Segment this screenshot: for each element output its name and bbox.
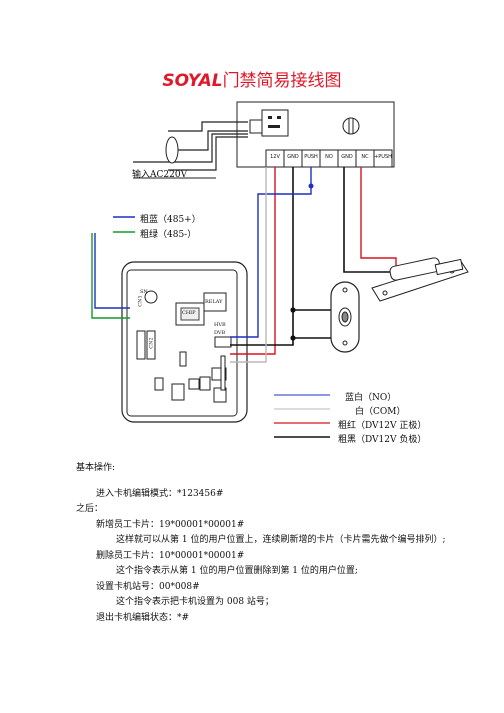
ops-set-desc: 这个指令表示把卡机设置为 008 站号； [116, 597, 274, 607]
ops-exit: 退出卡机编辑状态：*# [96, 613, 190, 623]
terminal-label: NC [361, 154, 369, 160]
terminal-strip [265, 149, 393, 168]
terminal-cell [373, 149, 393, 168]
ops-add: 新增员工卡片：19*00001*00001# [96, 520, 245, 530]
terminal-label: NO [325, 154, 333, 160]
brand-name: SOYAL [162, 71, 223, 91]
board-label-dvb: DVB [214, 330, 226, 336]
power-switch [261, 109, 289, 137]
terminal-label: 12V [270, 154, 280, 160]
ac-terminal [249, 119, 263, 134]
legend-dv12v-minus: 粗黑（DV12V 负极） [338, 435, 427, 445]
ops-add-desc: 这样就可以从第 1 位的用户位置上，连续刷新增的卡片（卡片需先做个编号排列）; [116, 535, 446, 545]
ops-set: 设置卡机站号：00*008# [96, 582, 200, 592]
page-title: SOYAL门禁简易接线图 [0, 66, 504, 91]
input-ac-label: 输入AC220V [132, 170, 188, 180]
ops-after: 之后： [76, 504, 104, 514]
ops-del-desc: 这个指令表示从第 1 位的用户位置删除到第 1 位的用户位置; [116, 566, 358, 576]
board-label-cn1: CN1 [137, 295, 144, 307]
legend-com: 白（COM） [355, 407, 406, 417]
legend-485-minus: 粗绿（485-） [140, 230, 197, 240]
chip-label: CHIP [182, 310, 196, 316]
terminal-label: GND [341, 154, 353, 160]
legend-no: 蓝白（NO） [345, 393, 397, 403]
terminal-label: +PUSH [374, 154, 392, 160]
board-label-hvb: HVB [214, 322, 226, 328]
title-text: 门禁简易接线图 [222, 71, 342, 91]
buzzer-icon [144, 290, 158, 304]
board-label-cn2: CN2 [148, 337, 155, 349]
ops-del: 删除员工卡片：10*00001*00001# [96, 551, 245, 561]
electric-lock [371, 257, 469, 302]
board-label-relay: RELAY [205, 299, 223, 305]
fuse-icon [342, 117, 360, 135]
board-label-sn: SN [140, 289, 148, 295]
relay [203, 292, 227, 312]
legend-dv12v-plus: 粗红（DV12V 正极） [338, 421, 427, 431]
ops-heading: 基本操作: [76, 463, 116, 473]
terminal-label: GND [287, 154, 299, 160]
legend-485-plus: 粗蓝（485+） [140, 215, 201, 225]
ops-enter: 进入卡机编辑模式：*123456# [96, 489, 224, 499]
terminal-label: PUSH [304, 154, 318, 160]
